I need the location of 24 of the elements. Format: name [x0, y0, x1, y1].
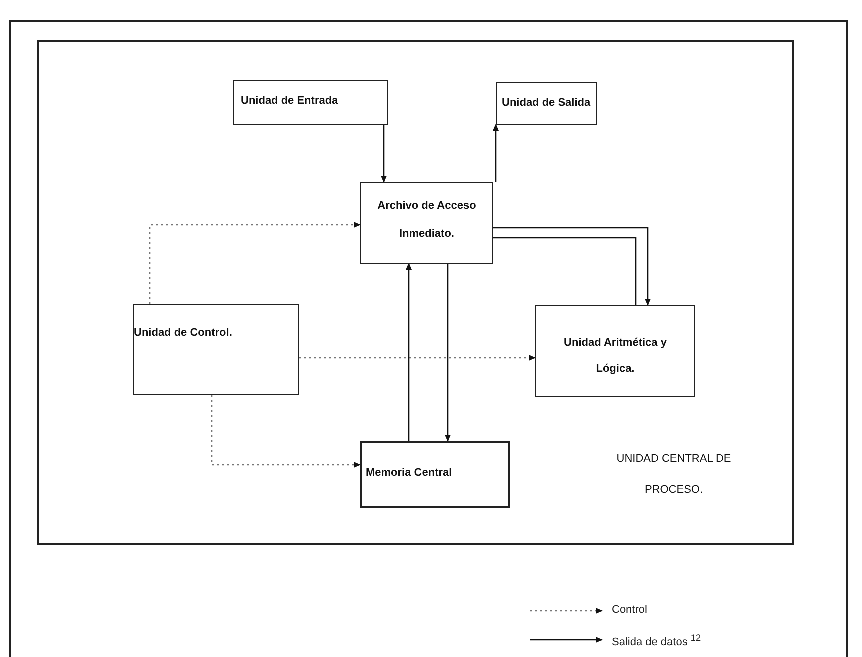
connector-arrow	[493, 227, 651, 306]
node-label: Memoria Central	[366, 467, 454, 480]
cpu-frame	[37, 40, 794, 545]
process-box	[535, 305, 695, 397]
process-box	[233, 80, 388, 125]
node-label: UNIDAD CENTRAL DE PROCESO.	[616, 452, 732, 498]
process-box	[360, 441, 510, 508]
connector-arrow	[211, 395, 361, 468]
connector-arrow	[149, 222, 361, 304]
process-box	[133, 304, 299, 395]
node-label: Archivo de Acceso Inmediato.	[376, 199, 478, 242]
connector-arrow	[299, 355, 536, 361]
node-label: Unidad de Salida	[502, 97, 592, 110]
legend-label: Salida de datos $^{12}$	[612, 633, 702, 649]
connector-arrow	[381, 125, 387, 183]
connector-arrow	[445, 264, 451, 442]
legend-label: Control	[612, 604, 648, 616]
node-label: Unidad de Control.	[134, 327, 234, 340]
connector-arrow	[493, 124, 499, 182]
connector-arrow	[406, 263, 412, 441]
process-box	[360, 182, 493, 264]
node-label: Unidad de Entrada	[241, 95, 340, 108]
process-box	[496, 82, 597, 125]
node-label: Unidad Aritmética y Lógica.	[563, 336, 668, 378]
